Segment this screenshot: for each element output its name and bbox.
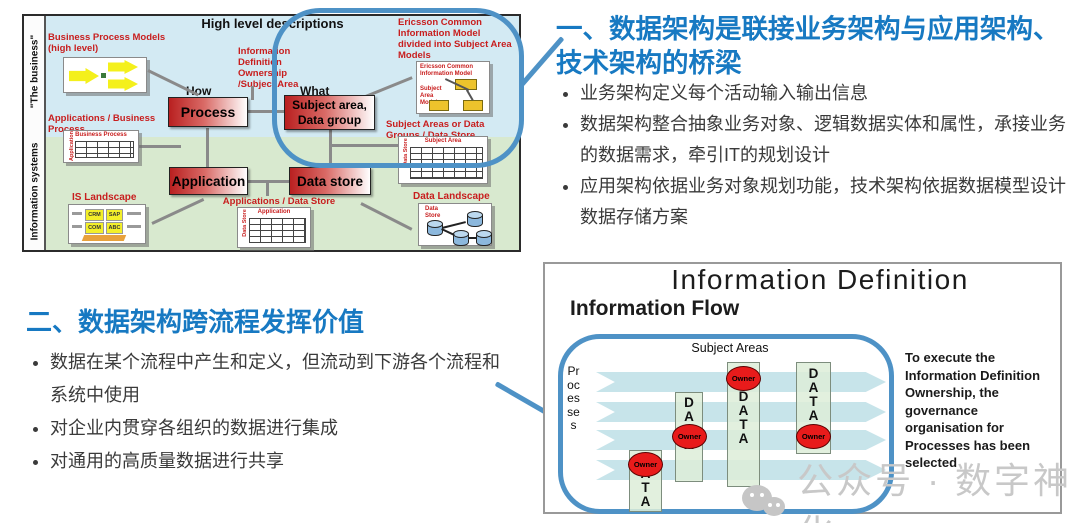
bullet-item: 对通用的高质量数据进行共享 <box>50 445 506 478</box>
tick-mark <box>251 86 254 100</box>
connector-line <box>248 180 289 183</box>
is-landscape-picture: CRM SAP COM ABC <box>68 204 146 244</box>
wechat-bubble-small <box>763 497 785 516</box>
is-item: ABC <box>106 222 123 234</box>
data-landscape-label: Data Landscape <box>413 191 490 202</box>
bullet-item: 数据在某个流程中产生和定义，但流动到下游各个流程和系统中使用 <box>50 346 506 412</box>
ericsson-box-title: Ericsson Common Information Model <box>420 64 474 77</box>
section1-heading: 一、数据架构是联接业务架构与应用架构、技术架构的桥梁 <box>556 14 1060 78</box>
data-column-label: DATA <box>738 389 749 446</box>
apps-bp-table: Business Process Application <box>63 130 139 163</box>
subject-areas-label: Subject Areas <box>691 341 769 355</box>
owner-badge: Owner <box>796 424 831 449</box>
tiny-text-bar <box>127 212 141 215</box>
bullet-item: 数据架构整合抽象业务对象、逻辑数据实体和属性，承接业务的数据需求，牵引IT的规划… <box>580 109 1070 171</box>
processes-vertical-label: Processes <box>567 364 580 432</box>
is-item: COM <box>85 222 104 234</box>
tiny-text-bar <box>72 225 82 228</box>
data-store-mini-label: Data Store <box>425 206 441 219</box>
data-store-box: Data store <box>289 167 371 195</box>
section1-bullets: 业务架构定义每个活动输入输出信息 数据架构整合抽象业务对象、逻辑数据实体和属性，… <box>558 78 1070 233</box>
data-landscape-picture: Data Store <box>418 203 492 246</box>
database-cylinder-icon <box>453 230 469 246</box>
is-item: CRM <box>85 209 104 221</box>
database-cylinder-icon <box>467 211 483 227</box>
yellow-arrow-icon <box>108 77 138 91</box>
subject-area-table: Subject Area Data Store <box>398 136 488 184</box>
apps-ds-label: Applications / Data Store <box>222 196 336 207</box>
process-box-label: Process <box>180 104 236 120</box>
band-label-business: "The business" <box>29 34 41 109</box>
flow-note-text: To execute the Information Definition Ow… <box>905 350 1041 470</box>
how-label: How <box>186 84 212 98</box>
data-store-box-label: Data store <box>296 173 364 189</box>
apps-ds-table: Application Data Store <box>237 207 311 248</box>
owner-badge: Owner <box>726 366 761 391</box>
owner-badge: Owner <box>672 424 707 449</box>
watermark: 公众号 · 数字神化 <box>742 452 1080 523</box>
connector-line <box>329 130 332 168</box>
orange-banner <box>81 235 127 241</box>
wechat-eye <box>750 493 754 497</box>
table-side-label: Data Store <box>241 209 248 237</box>
model-node <box>463 100 483 111</box>
table-grid <box>75 141 134 158</box>
is-item: SAP <box>106 209 123 221</box>
yellow-arrow-icon <box>69 68 99 84</box>
tiny-text-bar <box>72 212 82 215</box>
information-definition-label: Information Definition Ownership /Subjec… <box>238 46 299 90</box>
wechat-eye <box>760 493 764 497</box>
flow-callout-rounded-rect <box>558 334 894 514</box>
owner-badge: Owner <box>628 452 663 477</box>
application-box: Application <box>169 167 248 195</box>
database-cylinder-icon <box>427 220 443 236</box>
yellow-arrow-icon <box>108 60 138 74</box>
is-landscape-label: IS Landscape <box>72 192 137 203</box>
subject-groups-label: Subject Areas or Data Groups / Data Stor… <box>386 119 485 141</box>
connector-line <box>248 110 284 113</box>
wechat-icon <box>742 481 787 523</box>
data-column-label: DATA <box>808 366 819 423</box>
section2-bullets: 数据在某个流程中产生和定义，但流动到下游各个流程和系统中使用 对企业内贯穿各组织… <box>28 346 506 478</box>
tick-mark <box>266 183 269 196</box>
arrow-join-dot <box>101 73 106 78</box>
flow-subtitle: Information Flow <box>570 297 740 320</box>
table-title: Subject Area <box>424 138 462 144</box>
table-title: Application <box>257 209 291 215</box>
section2-heading: 二、数据架构跨流程发挥价值 <box>26 307 365 337</box>
ericsson-note-label: Ericsson Common Information Model divide… <box>398 17 512 61</box>
left-band <box>24 16 46 250</box>
application-box-label: Application <box>171 173 246 189</box>
flow-title: Information Definition <box>671 264 969 295</box>
database-cylinder-icon <box>476 230 492 246</box>
tiny-text-bar <box>127 225 141 228</box>
band-label-information-systems: Information systems <box>29 142 41 241</box>
wechat-eye <box>768 503 772 507</box>
callout-circle-subject-area <box>272 8 524 168</box>
what-label: What <box>300 84 330 98</box>
connector-line <box>206 128 209 168</box>
connector-line <box>330 144 398 147</box>
ericsson-model-picture: Ericsson Common Information Model Subjec… <box>416 61 490 114</box>
cylinder-edge <box>442 221 466 229</box>
process-box: Process <box>168 97 248 127</box>
bullet-item: 应用架构依据业务对象规划功能，技术架构依据数据模型设计数据存储方案 <box>580 171 1070 233</box>
ericsson-box-subtitle: Subject Area Model <box>420 86 442 106</box>
watermark-text: 公众号 · 数字神化 <box>797 460 1073 523</box>
cylinder-edge <box>468 237 477 239</box>
bullet-item: 对企业内贯穿各组织的数据进行集成 <box>50 412 506 445</box>
bpm-label: Business Process Models (high level) <box>48 32 166 54</box>
apps-bp-label: Applications / Business Process <box>48 113 156 135</box>
wechat-eye <box>776 503 780 507</box>
model-node <box>429 100 449 111</box>
bpm-picture <box>63 57 147 93</box>
connector-line <box>139 145 181 148</box>
bullet-item: 业务架构定义每个活动输入输出信息 <box>580 78 1070 109</box>
table-grid <box>249 218 306 243</box>
table-title: Business Process <box>75 132 127 138</box>
table-grid <box>410 147 483 179</box>
